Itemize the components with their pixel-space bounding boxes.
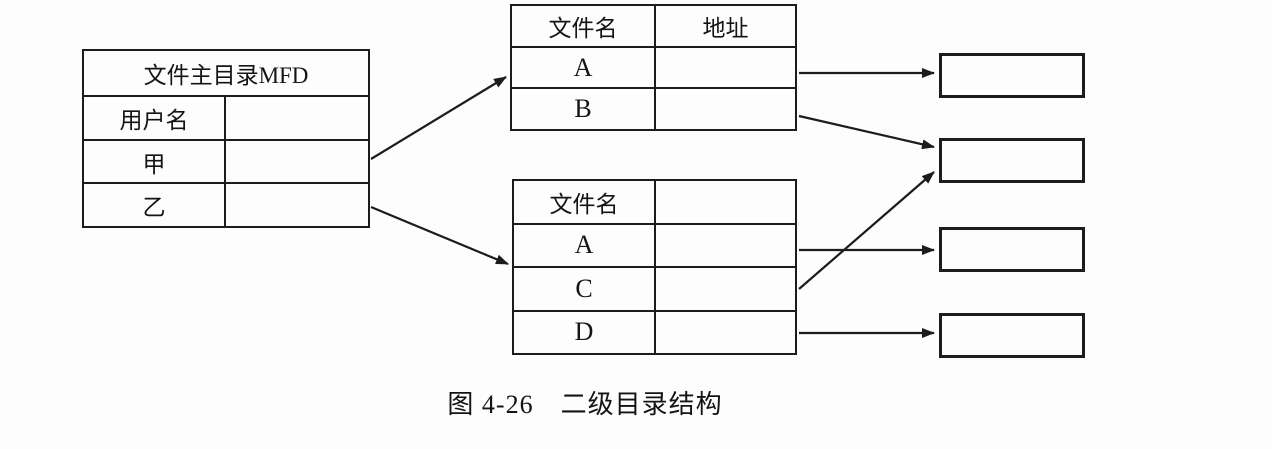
mfd-table: 文件主目录MFD 用户名 甲 乙 xyxy=(82,49,370,228)
ufd-jia-file-a-label: A xyxy=(512,47,656,88)
ufd-yi-header-row: 文件名 xyxy=(514,181,795,223)
ufd-yi-file-c-label: C xyxy=(514,268,656,310)
arrow-ufd-jia-b-to-file2 xyxy=(798,114,935,150)
mfd-user-yi-label: 乙 xyxy=(84,184,226,227)
ufd-yi-address-header xyxy=(656,181,795,223)
ufd-jia-row-b: B xyxy=(512,87,795,130)
ufd-yi-file-a-address xyxy=(656,225,795,267)
ufd-yi-table: 文件名 A C D xyxy=(512,179,797,355)
mfd-row-user-yi: 乙 xyxy=(84,182,368,227)
arrow-ufd-yi-c-to-file2 xyxy=(798,171,935,290)
arrow-mfd-jia-to-ufd-jia xyxy=(370,76,507,160)
ufd-yi-filename-header: 文件名 xyxy=(514,181,656,223)
ufd-yi-file-c-address xyxy=(656,268,795,310)
mfd-user-jia-label: 甲 xyxy=(84,140,226,183)
ufd-jia-header-row: 文件名 地址 xyxy=(512,6,795,46)
arrow-mfd-yi-to-ufd-yi xyxy=(370,205,509,266)
ufd-jia-address-header: 地址 xyxy=(702,15,749,41)
mfd-user-yi-value xyxy=(226,184,368,226)
mfd-row-user-jia: 甲 xyxy=(84,138,368,183)
ufd-jia-file-b-label: B xyxy=(512,89,656,130)
mfd-username-label: 用户名 xyxy=(84,97,226,139)
ufd-yi-row-d: D xyxy=(514,309,795,354)
ufd-jia-filename-header: 文件名 xyxy=(512,6,656,46)
file-box-2 xyxy=(939,138,1085,183)
mfd-user-jia-value xyxy=(226,141,368,183)
ufd-jia-table: 文件名 地址 A B xyxy=(510,4,797,131)
ufd-jia-row-a: A xyxy=(512,45,795,88)
file-box-1 xyxy=(939,53,1085,98)
ufd-yi-file-a-label: A xyxy=(514,224,656,266)
mfd-title: 文件主目录MFD xyxy=(84,51,368,97)
figure-caption: 图 4-26 二级目录结构 xyxy=(447,390,723,419)
ufd-yi-row-c: C xyxy=(514,266,795,310)
mfd-username-value xyxy=(226,97,368,139)
file-box-4 xyxy=(939,313,1085,358)
ufd-yi-row-a: A xyxy=(514,222,795,267)
ufd-yi-file-d-address xyxy=(656,312,795,354)
mfd-row-username: 用户名 xyxy=(84,97,368,139)
ufd-jia-file-b-address xyxy=(656,89,795,129)
ufd-yi-file-d-label: D xyxy=(514,311,656,353)
file-box-3 xyxy=(939,227,1085,272)
ufd-jia-file-a-address xyxy=(656,48,795,88)
